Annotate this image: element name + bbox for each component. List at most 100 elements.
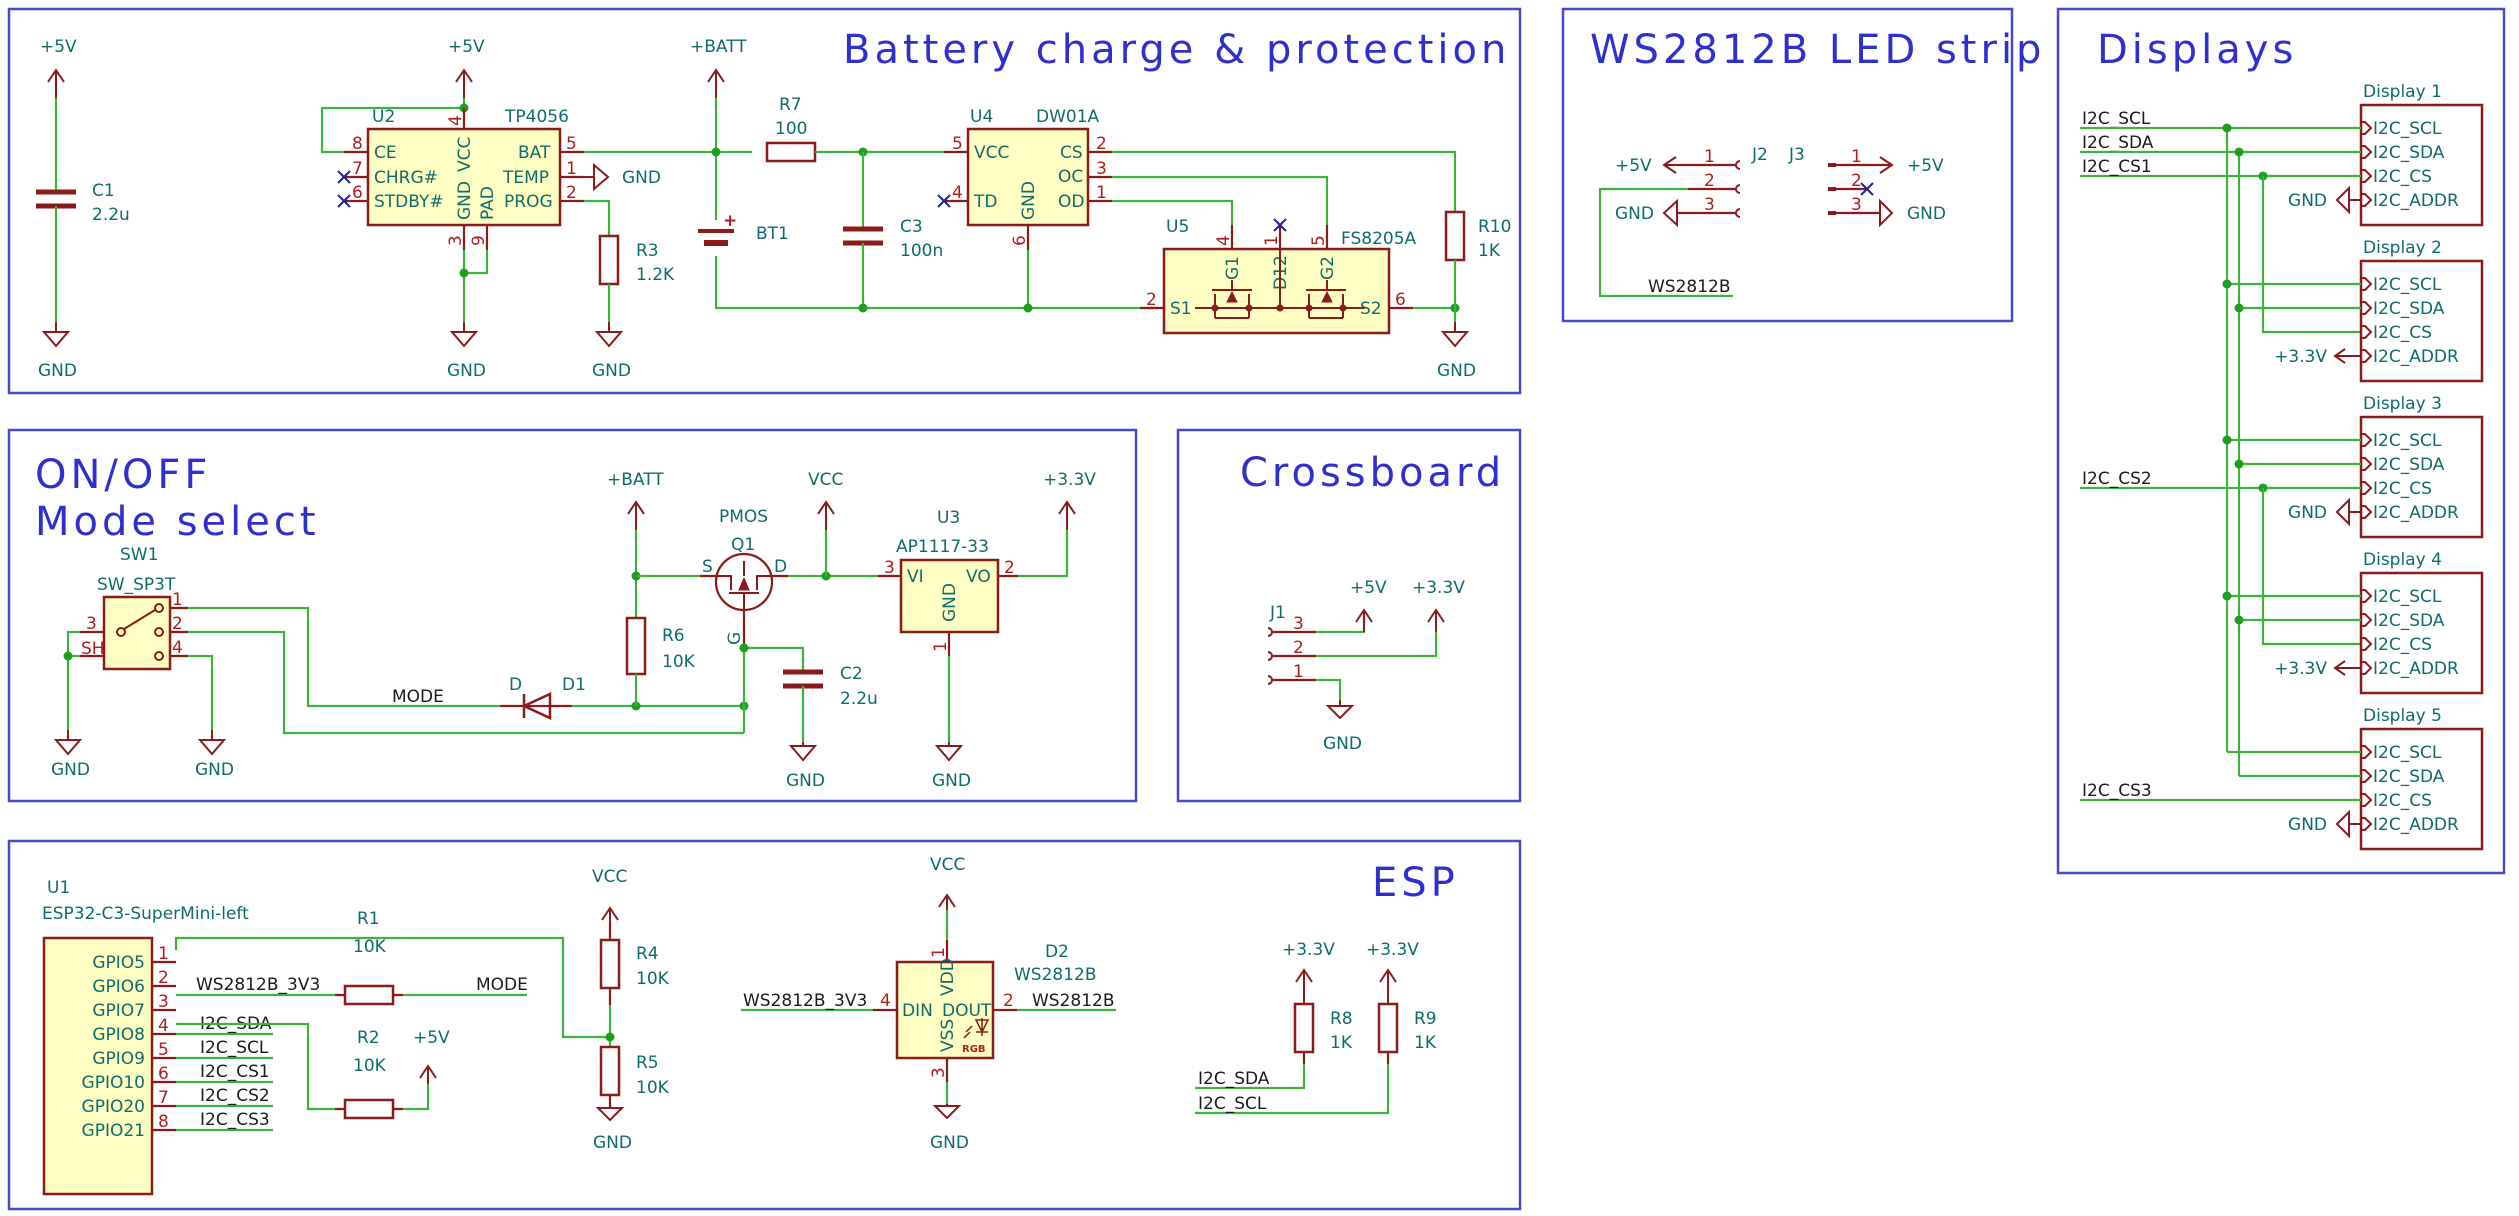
pin-number: 3 bbox=[158, 992, 169, 1012]
r4-r5-divider[interactable]: VCC R4 10K R5 10K GND bbox=[592, 867, 670, 1153]
ground-icon bbox=[197, 730, 227, 756]
r8-r9-pullups[interactable]: +3.3V +3.3V R8 1K R9 1K I2C_SDA I2C_SCL bbox=[1195, 940, 1437, 1115]
net-label-sda: I2C_SDA bbox=[1198, 1069, 1270, 1089]
q1-pmos[interactable]: PMOS Q1 S D G VCC bbox=[636, 470, 878, 733]
u3-ap1117[interactable]: U3 AP1117-33 3 2 VI VO GND +3.3V 1 GND bbox=[878, 470, 1096, 791]
no-connect-icon bbox=[1273, 218, 1287, 232]
power-arrow-icon bbox=[419, 1064, 437, 1084]
pin-number: 1 bbox=[566, 159, 577, 179]
wire bbox=[1018, 530, 1069, 578]
u5-value: FS8205A bbox=[1341, 229, 1417, 249]
input-port-icon bbox=[2361, 613, 2373, 627]
wire-oc bbox=[1112, 175, 1329, 225]
input-port-icon bbox=[2361, 193, 2373, 207]
pin-name: VO bbox=[966, 567, 991, 587]
pin-number: 8 bbox=[352, 134, 363, 154]
c3-capacitor[interactable]: C3 100n bbox=[843, 152, 943, 313]
power-arrow-icon bbox=[1427, 608, 1445, 632]
sw1-body bbox=[102, 595, 172, 671]
u5-fs8205a[interactable]: U5 FS8205A 4 1 5 G1 D12 G2 2 6 S1 S2 bbox=[1140, 217, 1460, 335]
net-label: I2C_SCL bbox=[200, 1038, 269, 1058]
gnd-label: GND bbox=[592, 361, 631, 381]
r2-resistor[interactable]: R2 10K +5V bbox=[176, 1022, 450, 1120]
power-arrow-icon bbox=[1355, 608, 1373, 632]
input-port-icon bbox=[2361, 661, 2373, 675]
u2-tp4056[interactable]: +5V U2 TP4056 8 7 6 CE CHRG# STDBY# VCC … bbox=[320, 37, 661, 381]
r7-resistor[interactable]: R7 100 bbox=[765, 95, 944, 163]
frame-displays bbox=[2056, 7, 2506, 875]
r1-resistor[interactable]: R1 10K WS2812B_3V3 MODE bbox=[174, 909, 610, 1039]
bt1-battery[interactable]: +BATT + BT1 bbox=[584, 37, 1164, 310]
pin-name: BAT bbox=[518, 143, 551, 163]
power-arrow-icon bbox=[2333, 348, 2349, 364]
junction-dot bbox=[711, 147, 721, 157]
led-rgb-label: RGB bbox=[962, 1044, 986, 1055]
switch-contact-icon bbox=[116, 627, 126, 637]
junction-dot bbox=[1023, 303, 1033, 313]
j3-connector[interactable]: J3 1 2 3 +5V GND bbox=[1788, 145, 1946, 228]
d2-ws2812b[interactable]: VCC 1 D2 WS2812B VDD DIN DOUT VSS RGB 4 … bbox=[741, 855, 1116, 1153]
c2-capacitor[interactable]: C2 2.2u GND bbox=[783, 664, 878, 791]
pin-name: TEMP bbox=[502, 168, 549, 188]
pin-number: 6 bbox=[1010, 235, 1030, 246]
pin-name: GND bbox=[1019, 181, 1039, 220]
net-label: I2C_CS1 bbox=[200, 1062, 270, 1082]
j1-connector[interactable]: J1 3 2 1 +5V +3.3V GND bbox=[1267, 578, 1465, 754]
r3-value: 1.2K bbox=[636, 265, 675, 285]
r3-resistor[interactable]: R3 1.2K GND bbox=[584, 199, 675, 381]
display-5[interactable]: Display 5I2C_SCLI2C_SDAI2C_CSI2C_ADDRI2C… bbox=[2080, 706, 2484, 851]
capacitor-icon bbox=[783, 669, 823, 689]
display-body bbox=[2359, 727, 2484, 851]
pin-number: 5 bbox=[1309, 235, 1329, 246]
junction-dot bbox=[2234, 459, 2244, 469]
input-port-icon bbox=[2361, 121, 2373, 135]
pin-name: OD bbox=[1058, 192, 1084, 212]
pin-number: 3 bbox=[1704, 195, 1715, 215]
port-name: I2C_SCL bbox=[2373, 431, 2442, 451]
display-4[interactable]: Display 4I2C_SCLI2C_SDAI2C_CSI2C_ADDR+3.… bbox=[2222, 550, 2484, 695]
sw1-switch[interactable]: SW1 SW_SP3T 3 SH 1 2 4 GND GND MODE bbox=[51, 545, 744, 780]
pin-number: 2 bbox=[1096, 134, 1107, 154]
display-3[interactable]: Display 3I2C_SCLI2C_SDAI2C_CSI2C_ADDRI2C… bbox=[2080, 394, 2484, 646]
r8-value: 1K bbox=[1330, 1033, 1353, 1053]
addr-power-label: GND bbox=[2288, 503, 2327, 523]
net-label-cs: I2C_CS3 bbox=[2082, 781, 2152, 801]
ground-icon bbox=[595, 1107, 625, 1122]
socket-icon bbox=[1735, 160, 1741, 218]
r3-ref: R3 bbox=[636, 241, 659, 261]
switch-lever-icon bbox=[123, 609, 156, 630]
r10-resistor[interactable]: R10 1K GND bbox=[1437, 210, 1511, 381]
pin-number: 1 bbox=[1262, 235, 1282, 246]
display-title: Display 1 bbox=[2363, 82, 2442, 102]
wire-od bbox=[1112, 199, 1234, 225]
c1-group[interactable]: +5V C1 2.2u GND bbox=[36, 37, 130, 381]
u4-dw01a[interactable]: U4 DW01A 5 4 VCC TD GND CS OC OD 2 3 1 6 bbox=[937, 107, 1457, 313]
r8-ref: R8 bbox=[1330, 1009, 1353, 1029]
gnd-label: GND bbox=[932, 771, 971, 791]
display-1[interactable]: Display 1I2C_SCLI2C_SDAI2C_CSI2C_ADDRI2C… bbox=[2080, 82, 2484, 334]
wire-sda bbox=[1195, 1064, 1306, 1090]
pin-number: 3 bbox=[929, 1067, 949, 1078]
pin-number: 5 bbox=[566, 134, 577, 154]
pin-number: 4 bbox=[952, 183, 963, 203]
power-label-3v3: +3.3V bbox=[1366, 940, 1419, 960]
pin-name: D bbox=[774, 557, 787, 577]
pin-name: VCC bbox=[455, 137, 475, 172]
d1-diode[interactable]: D D1 bbox=[500, 675, 749, 720]
input-port-icon bbox=[2361, 145, 2373, 159]
pin-name: VCC bbox=[974, 143, 1009, 163]
pin-name: STDBY# bbox=[374, 192, 444, 212]
u4-ref: U4 bbox=[970, 107, 993, 127]
no-connect-icon bbox=[337, 170, 351, 208]
wire bbox=[174, 936, 610, 1039]
display-title: Display 2 bbox=[2363, 238, 2442, 258]
r6-resistor[interactable]: +BATT R6 10K bbox=[607, 470, 696, 706]
ground-icon bbox=[41, 322, 71, 348]
display-2[interactable]: Display 2I2C_SCLI2C_SDAI2C_CSI2C_ADDR+3.… bbox=[2222, 238, 2484, 383]
j3-ref: J3 bbox=[1788, 145, 1805, 165]
title-onoff: ON/OFF bbox=[35, 452, 211, 498]
battery-plus: + bbox=[723, 211, 737, 231]
j2-connector[interactable]: J2 +5V GND 1 2 3 WS2812B bbox=[1598, 145, 1768, 298]
resistor-icon bbox=[1444, 210, 1466, 262]
